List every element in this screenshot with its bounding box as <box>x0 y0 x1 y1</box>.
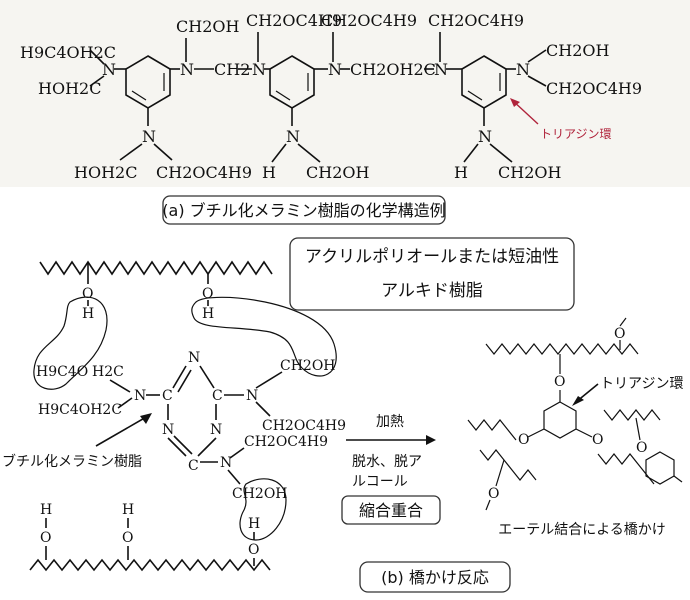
group-h9c4oh2c: H9C4OH2C <box>20 43 116 62</box>
ether-label: エーテル結合による橋かけ <box>498 522 666 538</box>
triazine-label-b: トリアジン環 <box>600 376 683 392</box>
group-ch2-oh: CH2OH <box>280 358 336 374</box>
atom-n: N <box>188 350 200 366</box>
atom-n: N <box>134 388 146 404</box>
atom-o: O <box>122 530 133 546</box>
atom-n: N <box>142 127 156 146</box>
caption-b-box <box>359 561 511 593</box>
group-ch2: CH2 <box>214 60 250 79</box>
atom-o: O <box>614 326 625 342</box>
atom-o: O <box>636 440 647 456</box>
atom-o: O <box>202 286 213 302</box>
group-ch2oh: CH2OH <box>306 163 369 182</box>
arrow-head <box>572 396 584 406</box>
heat-label: 加熱 <box>376 414 404 430</box>
product-triazine-ring <box>543 401 577 439</box>
arrow-head <box>426 435 436 445</box>
condensation-box <box>341 495 441 525</box>
atom-n: N <box>516 60 530 79</box>
group-ch2oc4h9: CH2OC4H9 <box>546 79 642 98</box>
byproduct-line1: 脱水、脱ア <box>352 454 422 470</box>
atom-h: H <box>454 163 468 182</box>
atom-h: H <box>82 306 94 322</box>
product-ring-small <box>645 451 675 485</box>
arrow-head <box>140 413 152 424</box>
group-ch2oh: CH2OH <box>176 17 239 36</box>
resin-box-line1: アクリルポリオールまたは短油性 <box>305 247 559 267</box>
triazine-label-a: トリアジン環 <box>540 127 612 141</box>
group-hoh2c: HOH2C <box>38 79 101 98</box>
group-ch2oc4h9: CH2OC4H9 <box>428 11 524 30</box>
atom-n: N <box>478 127 492 146</box>
atom-o: O <box>488 486 499 502</box>
atom-n: N <box>434 60 448 79</box>
group-ch2oc4h9: CH2OC4H9 <box>321 11 417 30</box>
atom-n: N <box>252 60 266 79</box>
product-chain-top <box>485 343 639 355</box>
arrow-head <box>510 98 520 107</box>
melamine-label: ブチル化メラミン樹脂 <box>2 453 142 470</box>
atom-o: O <box>40 530 51 546</box>
atom-n: N <box>162 422 174 438</box>
group-ch2oh: CH2OH <box>546 41 609 60</box>
atom-n: N <box>246 388 258 404</box>
group-ch2oh2c: CH2OH2C <box>350 60 436 79</box>
caption-a-box <box>162 195 446 225</box>
byproduct-line2: ルコール <box>352 474 408 490</box>
atom-n: N <box>286 127 300 146</box>
atom-h: H <box>122 502 134 518</box>
atom-o: O <box>554 374 565 390</box>
group-ch2oc4h9: CH2OC4H9 <box>262 418 346 434</box>
atom-c: C <box>162 388 173 404</box>
group-h9c4o: H9C4O <box>36 364 88 380</box>
atom-n: N <box>220 455 232 471</box>
condensation-label: 縮合重合 <box>359 501 423 520</box>
group-ch2oc4h9: CH2OC4H9 <box>156 163 252 182</box>
loop-left <box>33 296 108 390</box>
group-ch2oh: CH2OH <box>232 486 288 502</box>
group-h2c: H2C <box>92 364 124 380</box>
group-h9c4oh2c: H9C4OH2C <box>38 402 122 418</box>
atom-o: O <box>592 432 603 448</box>
atom-n: N <box>210 422 222 438</box>
atom-n: N <box>102 60 116 79</box>
atom-h: H <box>202 306 214 322</box>
atom-o: O <box>248 542 259 558</box>
atom-n: N <box>180 60 194 79</box>
atom-o: O <box>518 432 529 448</box>
atom-n: N <box>328 60 342 79</box>
group-ch2oc4h9: CH2OC4H9 <box>246 11 342 30</box>
atom-h: H <box>248 516 260 532</box>
caption-b: (b) 橋かけ反応 <box>381 568 489 587</box>
atom-h: H <box>262 163 276 182</box>
caption-a: (a) ブチル化メラミン樹脂の化学構造例 <box>162 201 445 220</box>
group-ch2oh: CH2OH <box>498 163 561 182</box>
group-hoh2c: HOH2C <box>74 163 137 182</box>
resin-box <box>289 237 575 311</box>
part-a-background <box>0 0 690 187</box>
atom-c: C <box>212 388 223 404</box>
polymer-chain-top <box>39 260 273 276</box>
atom-h: H <box>40 502 52 518</box>
group-ch2oc4h9: CH2OC4H9 <box>244 434 328 450</box>
atom-o: O <box>82 286 93 302</box>
loop-right <box>191 296 337 377</box>
atom-c: C <box>188 458 199 474</box>
loop-bottom <box>239 478 287 541</box>
polymer-chain-bottom <box>29 558 271 572</box>
resin-box-line2: アルキド樹脂 <box>381 281 483 301</box>
